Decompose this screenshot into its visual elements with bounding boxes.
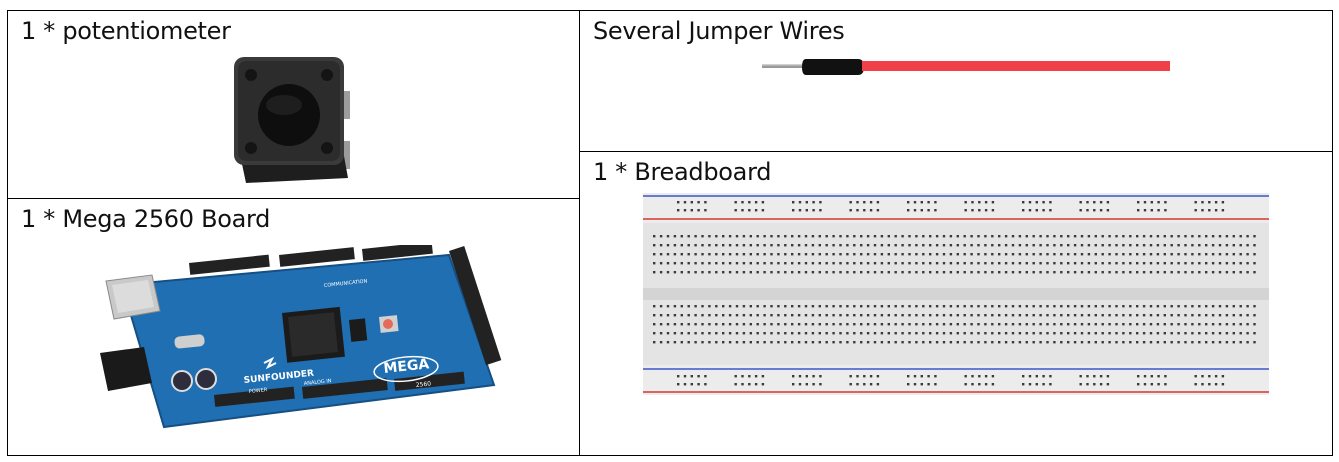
cell-potentiometer: 1 * potentiometer xyxy=(7,10,580,199)
board-analog-text: ANALOG IN xyxy=(304,378,333,387)
jumper-wire-image xyxy=(762,59,1170,75)
components-table: 1 * potentiometer 1 * Mega 2560 Board xyxy=(7,10,1333,456)
cell-jumper-wires: Several Jumper Wires xyxy=(579,10,1333,152)
potentiometer-label: 1 * potentiometer xyxy=(21,17,231,45)
breadboard-holes xyxy=(653,201,1256,386)
cell-mega-board: 1 * Mega 2560 Board xyxy=(7,198,580,456)
mega-board-image: SUNFOUNDER MEGA 2560 COMMUNICATION POWER… xyxy=(100,245,502,429)
board-model-sub: 2560 xyxy=(415,380,431,389)
breadboard-image xyxy=(643,193,1269,395)
push-button-image xyxy=(234,57,350,183)
board-comm-text: COMMUNICATION xyxy=(324,278,368,289)
board-power-text: POWER xyxy=(249,387,269,395)
mega-board-label: 1 * Mega 2560 Board xyxy=(21,205,271,233)
board-model-text: MEGA xyxy=(383,356,430,377)
cell-breadboard: 1 * Breadboard xyxy=(579,151,1333,456)
jumper-wires-label: Several Jumper Wires xyxy=(593,17,845,45)
breadboard-label: 1 * Breadboard xyxy=(593,158,772,186)
